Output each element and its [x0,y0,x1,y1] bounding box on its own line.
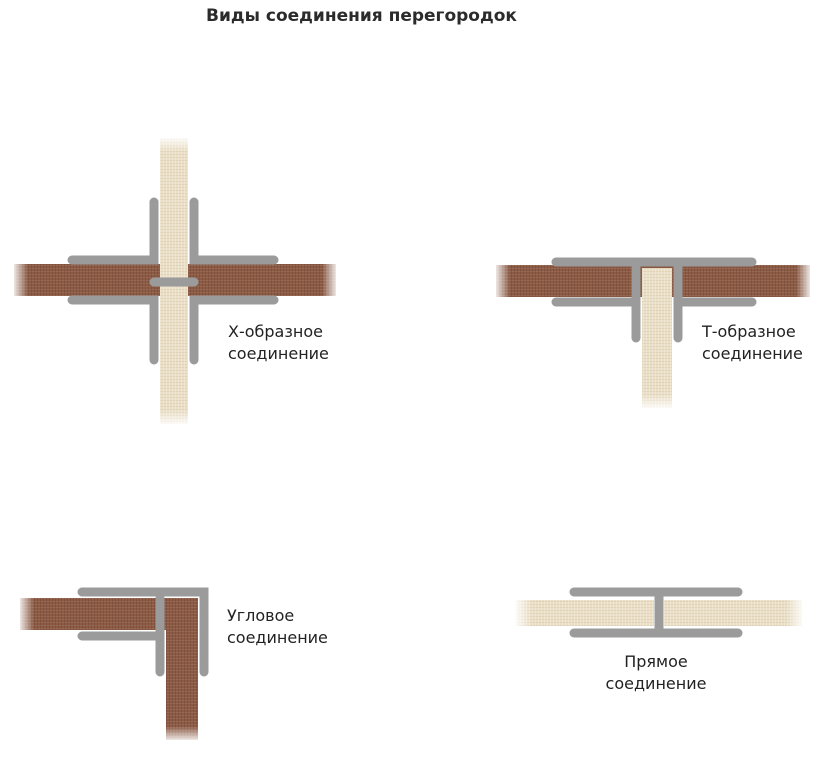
t-joint-profile [551,257,757,343]
page-title: Виды соединения перегородок [206,6,517,26]
t-joint-label-line1: Т-образное [702,322,796,341]
straight-joint-label: Прямое соединение [596,651,716,695]
corner-joint-profile [77,587,209,677]
corner-joint-horizontal-panel [20,598,170,630]
straight-joint-label-line2: соединение [605,674,707,693]
x-joint-profile [67,197,279,365]
corner-joint-label-line1: Угловое [227,606,295,625]
straight-joint-label-line1: Прямое [624,652,688,671]
x-joint-vertical-panel-top [160,138,188,278]
t-joint-label: Т-образное соединение [702,321,803,365]
t-joint-vertical-panel [642,268,672,408]
x-joint-label-line2: соединение [228,344,329,363]
t-joint [496,257,810,408]
x-joint-label-line1: Х-образное [228,322,323,341]
t-joint-label-line2: соединение [702,344,803,363]
corner-joint-label-line2: соединение [227,628,328,647]
corner-joint-label: Угловое соединение [227,605,328,649]
straight-joint-right-panel [664,600,802,626]
corner-joint [20,587,209,740]
x-joint-label: Х-образное соединение [228,321,329,365]
x-joint [14,138,336,424]
corner-joint-vertical-panel [166,598,198,740]
straight-joint-left-panel [516,600,654,626]
straight-joint [516,587,802,638]
straight-joint-profile [569,587,743,638]
x-joint-vertical-panel-bottom [160,286,188,424]
